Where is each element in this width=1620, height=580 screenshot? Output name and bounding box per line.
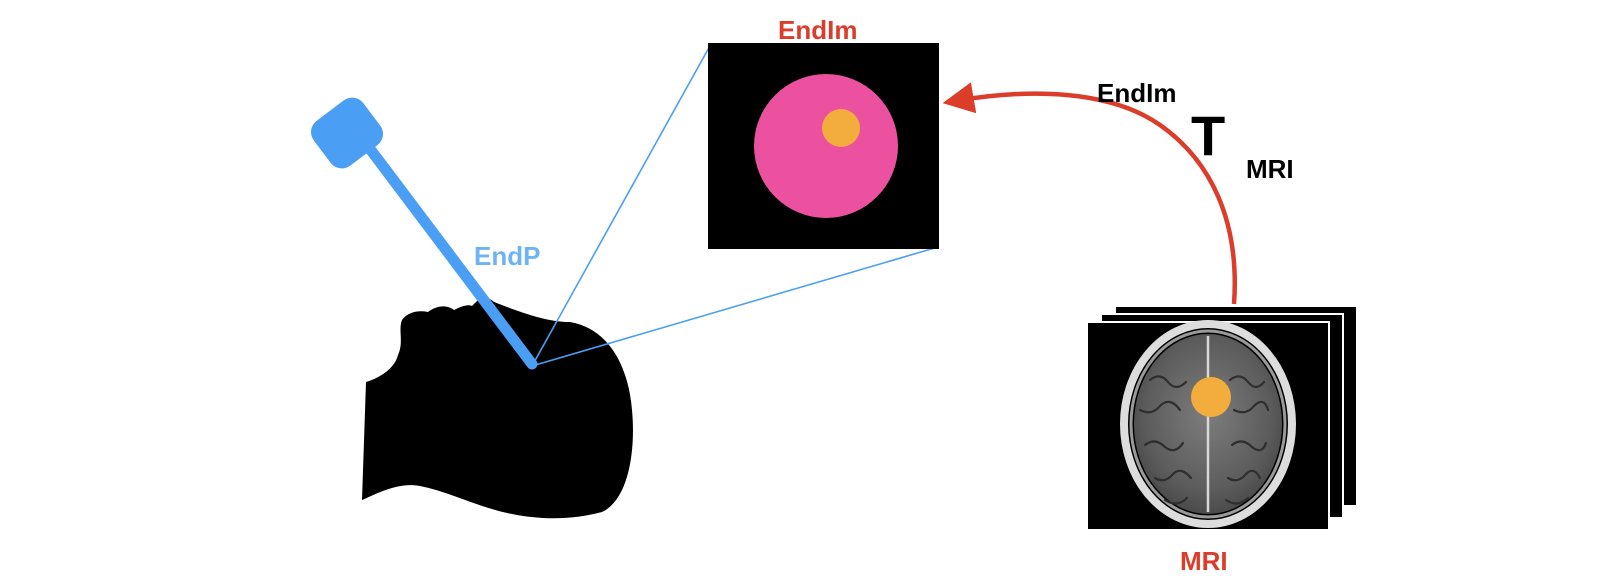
mri-label: MRI: [1180, 546, 1228, 576]
transform-arrow: [942, 82, 1237, 305]
transform-superscript: EndIm: [1097, 78, 1177, 108]
brain-scan: [1120, 320, 1296, 528]
skull-inner-ring: [1129, 329, 1287, 519]
endoscope-image-panel: [708, 43, 939, 249]
mri-tumor: [1191, 377, 1231, 417]
skull-ring: [1120, 320, 1296, 528]
transform-symbol: T: [1191, 104, 1226, 167]
transform-subscript: MRI: [1246, 154, 1294, 184]
head-shape: [362, 297, 633, 519]
endoscope-shaft: [355, 131, 538, 370]
endoscope-icon: [310, 97, 538, 370]
mri-slice-stack-icon: [1086, 305, 1358, 531]
endoscope-view-disk: [754, 74, 898, 218]
head-silhouette-icon: [362, 297, 633, 519]
view-frustum-lines: [531, 43, 939, 367]
brain-folds: [1138, 375, 1270, 505]
endoscope-image-label: EndIm: [778, 15, 858, 45]
endoscope-pose-label: EndP: [474, 241, 541, 271]
endoscope-handle: [310, 97, 384, 169]
endoscope-tumor: [822, 109, 860, 147]
